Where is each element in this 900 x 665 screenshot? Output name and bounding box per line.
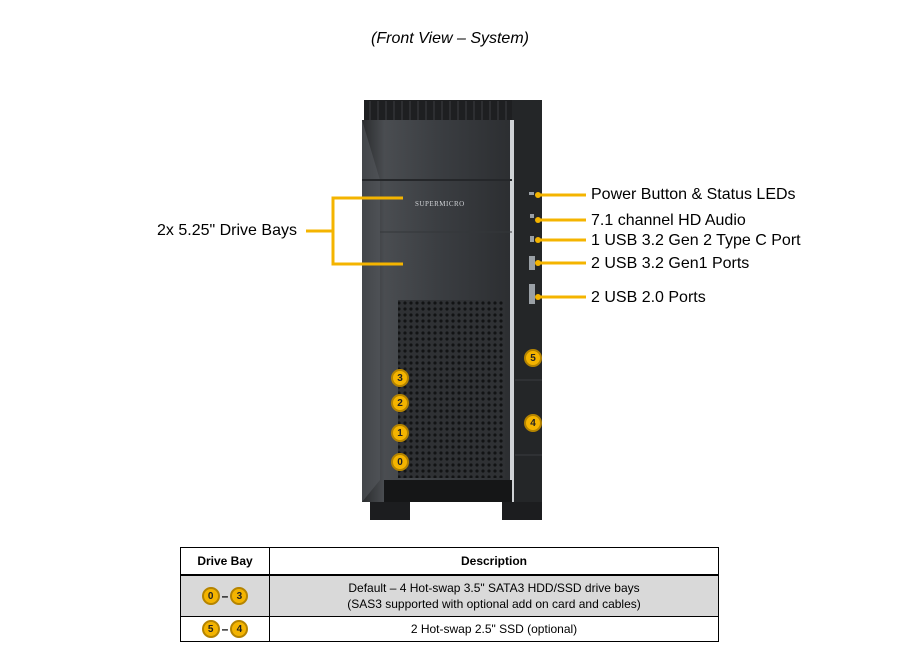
description-cell: Default – 4 Hot-swap 3.5" SATA3 HDD/SSD … — [269, 574, 719, 617]
range-dash: – — [221, 589, 229, 603]
description-cell: 2 Hot-swap 2.5" SSD (optional) — [269, 616, 719, 642]
drive-bay-table: Drive Bay Description 0 – 3 Default – 4 … — [180, 547, 719, 642]
label-power: Power Button & Status LEDs — [591, 186, 796, 203]
bay-badge-1: 1 — [391, 424, 409, 442]
description-line: (SAS3 supported with optional add on car… — [347, 597, 641, 611]
figure-title: (Front View – System) — [371, 30, 529, 47]
description-line: Default – 4 Hot-swap 3.5" SATA3 HDD/SSD … — [348, 581, 640, 595]
bay-range-start-badge: 5 — [201, 620, 220, 638]
foot-right — [502, 498, 542, 520]
label-usb-gen1: 2 USB 3.2 Gen1 Ports — [591, 255, 750, 272]
label-usb-c: 1 USB 3.2 Gen 2 Type C Port — [591, 232, 801, 249]
bay-range-cell: 0 – 3 — [180, 574, 270, 617]
label-drive-bays-525: 2x 5.25" Drive Bays — [157, 222, 297, 239]
column-header-drive-bay: Drive Bay — [180, 547, 270, 576]
bay-badge-4: 4 — [524, 414, 542, 432]
bay-badge-2: 2 — [391, 394, 409, 412]
table-header-row: Drive Bay Description — [180, 547, 719, 576]
bay-range-cell: 5 – 4 — [180, 616, 270, 642]
brand-logo: SUPERMICRO — [415, 200, 465, 208]
range-dash: – — [221, 622, 229, 636]
description-line: 2 Hot-swap 2.5" SSD (optional) — [410, 622, 578, 636]
front-io-panel — [512, 100, 542, 502]
bay-badge-0: 0 — [391, 453, 409, 471]
column-header-description: Description — [269, 547, 719, 576]
bay-range-start-badge: 0 — [201, 587, 220, 605]
mesh-grille — [398, 300, 505, 478]
label-audio: 7.1 channel HD Audio — [591, 212, 746, 229]
chassis-image — [306, 100, 586, 520]
bay-range-end-badge: 4 — [230, 620, 249, 638]
table-row: 0 – 3 Default – 4 Hot-swap 3.5" SATA3 HD… — [180, 574, 719, 617]
bay-range-end-badge: 3 — [230, 587, 249, 605]
label-usb-20: 2 USB 2.0 Ports — [591, 289, 706, 306]
foot-left — [370, 498, 410, 520]
table-row: 5 – 4 2 Hot-swap 2.5" SSD (optional) — [180, 616, 719, 642]
bay-badge-5: 5 — [524, 349, 542, 367]
bay-badge-3: 3 — [391, 369, 409, 387]
